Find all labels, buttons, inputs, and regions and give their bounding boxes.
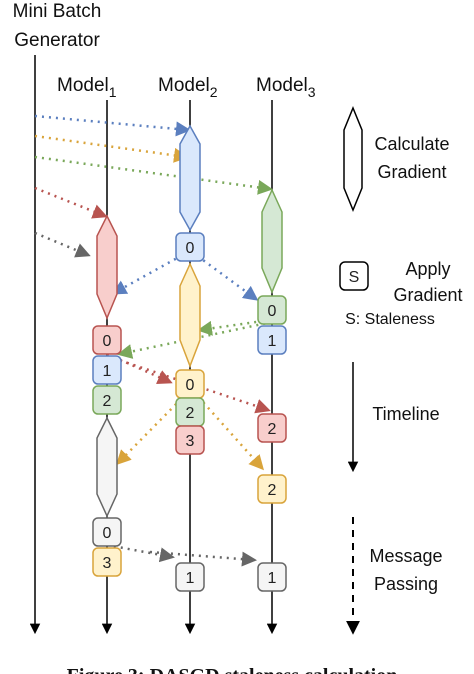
legend-calc-gradient-icon — [343, 106, 363, 212]
svg-text:3: 3 — [103, 555, 112, 572]
legend-timeline-label: Timeline — [372, 404, 439, 424]
msg-arrow-gray-to-m3 — [149, 550, 257, 567]
svg-text:3: 3 — [186, 433, 195, 450]
staleness-box: 3 — [175, 425, 205, 455]
svg-text:1: 1 — [186, 570, 195, 587]
svg-text:S: S — [349, 269, 360, 286]
legend-calc-line1: Calculate — [374, 134, 449, 154]
staleness-box: 1 — [257, 325, 287, 355]
staleness-box: 2 — [257, 413, 287, 443]
calc-gradient-gray — [96, 416, 118, 518]
svg-text:0: 0 — [103, 525, 112, 542]
staleness-box: 0 — [92, 517, 122, 547]
legend-apply-line1: Apply — [405, 259, 450, 279]
calc-gradient-red — [96, 214, 118, 320]
batch-arrow-red — [34, 186, 108, 219]
svg-text:2: 2 — [186, 405, 195, 422]
staleness-box: 0 — [175, 369, 205, 399]
batch-arrow-gray — [34, 231, 91, 258]
staleness-box: 0 — [92, 325, 122, 355]
svg-text:0: 0 — [268, 303, 277, 320]
msg-arrow-green-to-m2 — [197, 318, 271, 336]
msg-arrow-red-to-m2 — [106, 352, 173, 384]
svg-text:2: 2 — [268, 482, 277, 499]
legend-staleness: S: Staleness — [345, 311, 435, 328]
generator-label-line1: Mini Batch — [13, 1, 102, 22]
legend-message-line1: Message — [369, 546, 442, 566]
svg-text:1: 1 — [103, 363, 112, 380]
svg-text:0: 0 — [103, 333, 112, 350]
staleness-box: 1 — [257, 562, 287, 592]
staleness-box: 3 — [92, 547, 122, 577]
msg-arrow-blue-to-m1 — [111, 250, 189, 295]
legend-message-line2: Passing — [374, 574, 438, 594]
model-1-label: Model1 — [57, 75, 117, 100]
model-2-label: Model2 — [158, 75, 218, 100]
batch-arrow-green — [34, 155, 273, 195]
batch-arrow-blue — [34, 114, 191, 137]
calc-gradient-orange — [179, 262, 201, 369]
svg-text:2: 2 — [268, 421, 277, 438]
staleness-box: 1 — [175, 562, 205, 592]
legend-calc-line2: Gradient — [377, 162, 446, 182]
msg-arrow-orange-to-m3 — [193, 391, 265, 471]
calc-gradient-blue — [179, 124, 201, 232]
staleness-box: 2 — [92, 385, 122, 415]
svg-text:0: 0 — [186, 240, 195, 257]
staleness-box: 0 — [175, 232, 205, 262]
figure-caption: Figure 3: DASGD staleness calculation — [67, 665, 398, 674]
svg-text:1: 1 — [268, 570, 277, 587]
svg-text:0: 0 — [186, 377, 195, 394]
svg-text:2: 2 — [103, 393, 112, 410]
staleness-box: 1 — [92, 355, 122, 385]
staleness-box: 2 — [257, 474, 287, 504]
svg-text:1: 1 — [268, 333, 277, 350]
generator-label-line2: Generator — [14, 30, 100, 51]
model-3-label: Model3 — [256, 75, 316, 100]
staleness-box: 0 — [257, 295, 287, 325]
batch-arrow-orange — [34, 134, 189, 163]
legend-apply-gradient-icon: S — [339, 261, 369, 291]
staleness-box: 2 — [175, 397, 205, 427]
calc-gradient-green — [261, 188, 283, 294]
legend-apply-line2: Gradient — [393, 285, 462, 305]
